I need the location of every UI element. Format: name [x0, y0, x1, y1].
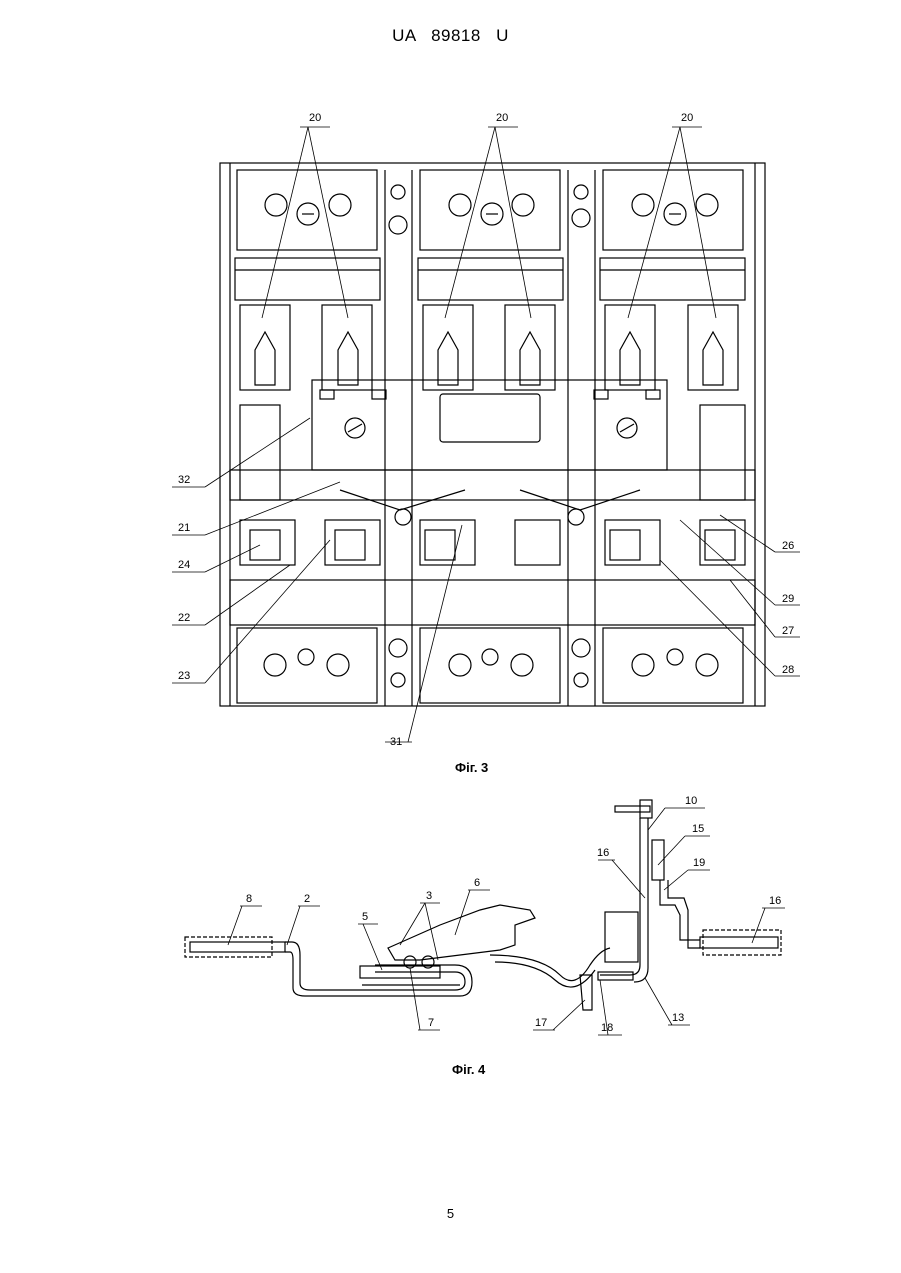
central-cover: [312, 380, 667, 470]
label-15: 15: [692, 823, 704, 835]
label-19: 19: [693, 857, 705, 869]
fig4-labels: 8 2 5 3 6 7 10 15 16 19 16 17 18 13: [246, 795, 781, 1034]
label-29: 29: [782, 593, 794, 605]
label-3: 3: [426, 890, 432, 902]
label-6: 6: [474, 877, 480, 889]
label-8: 8: [246, 893, 252, 905]
label-22: 22: [178, 612, 190, 624]
label-32: 32: [178, 474, 190, 486]
label-5: 5: [362, 911, 368, 923]
label-20-middle: 20: [496, 112, 508, 124]
label-13: 13: [672, 1012, 684, 1024]
label-17: 17: [535, 1017, 547, 1029]
label-28: 28: [782, 664, 794, 676]
figure-4-drawing: 8 2 5 3 6 7 10 15 16 19 16 17 18 13: [0, 780, 901, 1060]
label-21: 21: [178, 522, 190, 534]
fig3-labels: 20 20 20 32 21 24 22 23 31 26 29 27 28: [178, 112, 794, 748]
figure-3-caption: Фіг. 3: [455, 760, 488, 775]
label-20-right: 20: [681, 112, 693, 124]
label-24: 24: [178, 559, 190, 571]
figure-4-caption: Фіг. 4: [452, 1062, 485, 1077]
label-18: 18: [601, 1022, 613, 1034]
label-23: 23: [178, 670, 190, 682]
figure-3-drawing: 20 20 20 32 21 24 22 23 31 26 29 27 28: [0, 0, 901, 760]
leader-lines-fig4: [228, 808, 785, 1035]
mechanism: [230, 405, 755, 625]
label-16-left: 16: [597, 847, 609, 859]
label-10: 10: [685, 795, 697, 807]
pole-left: [235, 170, 380, 703]
label-16-right: 16: [769, 895, 781, 907]
label-27: 27: [782, 625, 794, 637]
label-26: 26: [782, 540, 794, 552]
label-7: 7: [428, 1017, 434, 1029]
label-31: 31: [390, 736, 402, 748]
page-number: 5: [0, 1206, 901, 1221]
label-2: 2: [304, 893, 310, 905]
label-20-left: 20: [309, 112, 321, 124]
